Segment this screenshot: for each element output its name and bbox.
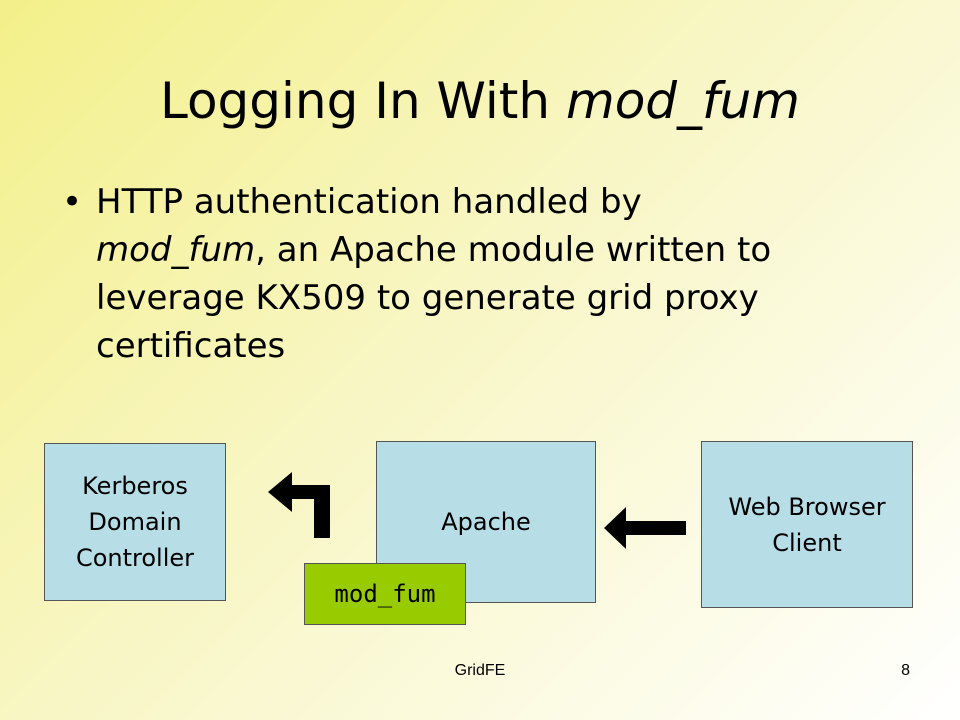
left-arrow-icon: [604, 507, 686, 549]
title-italic: mod_fum: [565, 72, 801, 130]
bent-up-left-arrow-icon: [268, 472, 330, 538]
title-plain: Logging In With: [159, 72, 566, 130]
page-number: 8: [901, 662, 910, 679]
bullet-italic-term: mod_fum: [96, 230, 256, 270]
bullet-list: • HTTP authentication handled by mod_fum…: [62, 178, 882, 370]
bullet-text-rest: , an Apache module written to leverage K…: [96, 230, 772, 366]
slide-title: Logging In With mod_fum: [0, 72, 960, 130]
mod-fum-box: mod_fum: [304, 563, 466, 625]
web-browser-client-box: Web Browser Client: [701, 441, 913, 608]
bullet-marker: •: [62, 182, 83, 222]
kerberos-domain-controller-box: Kerberos Domain Controller: [44, 443, 226, 601]
bullet-text-start: HTTP authentication handled by: [96, 182, 642, 222]
footer-label: GridFE: [454, 662, 506, 679]
bullet-item: • HTTP authentication handled by mod_fum…: [62, 178, 882, 370]
